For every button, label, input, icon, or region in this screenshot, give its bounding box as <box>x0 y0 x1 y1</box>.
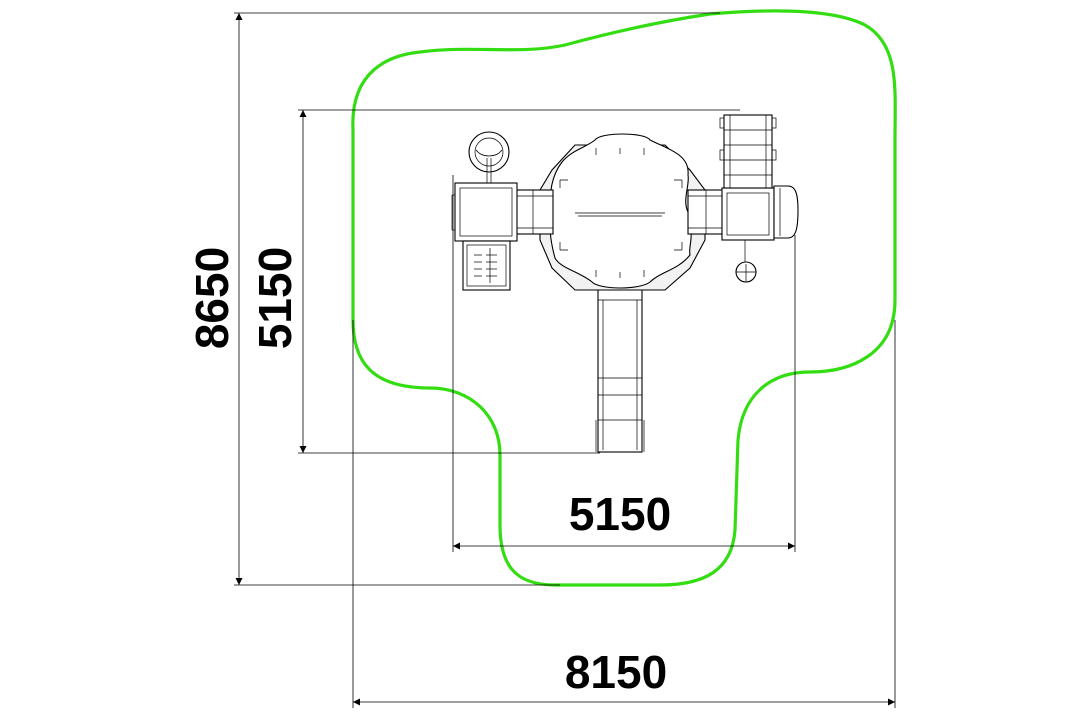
dimension-inner-width-label: 5150 <box>569 488 671 540</box>
dimension-inner-height-label: 5150 <box>249 247 301 349</box>
safety-zone-outline <box>351 9 897 587</box>
extension-lines <box>234 12 896 708</box>
dimension-inner-width: 5150 <box>453 488 795 550</box>
slide <box>595 281 645 453</box>
dimension-outer-height: 8650 <box>186 13 243 585</box>
climbing-panel <box>462 240 511 291</box>
steering-wheel <box>468 131 510 183</box>
telescope <box>735 240 757 283</box>
play-structure <box>451 114 799 453</box>
dimension-outer-width-label: 8150 <box>565 646 667 698</box>
left-tower <box>451 182 518 242</box>
left-bridge <box>514 189 554 235</box>
ladder <box>719 114 777 189</box>
right-tower <box>721 185 799 241</box>
dimension-outer-width: 8150 <box>353 646 895 706</box>
central-platform <box>539 133 706 291</box>
dimension-inner-height: 5150 <box>249 110 307 453</box>
right-bridge <box>687 189 725 235</box>
dimension-outer-height-label: 8650 <box>186 247 238 349</box>
